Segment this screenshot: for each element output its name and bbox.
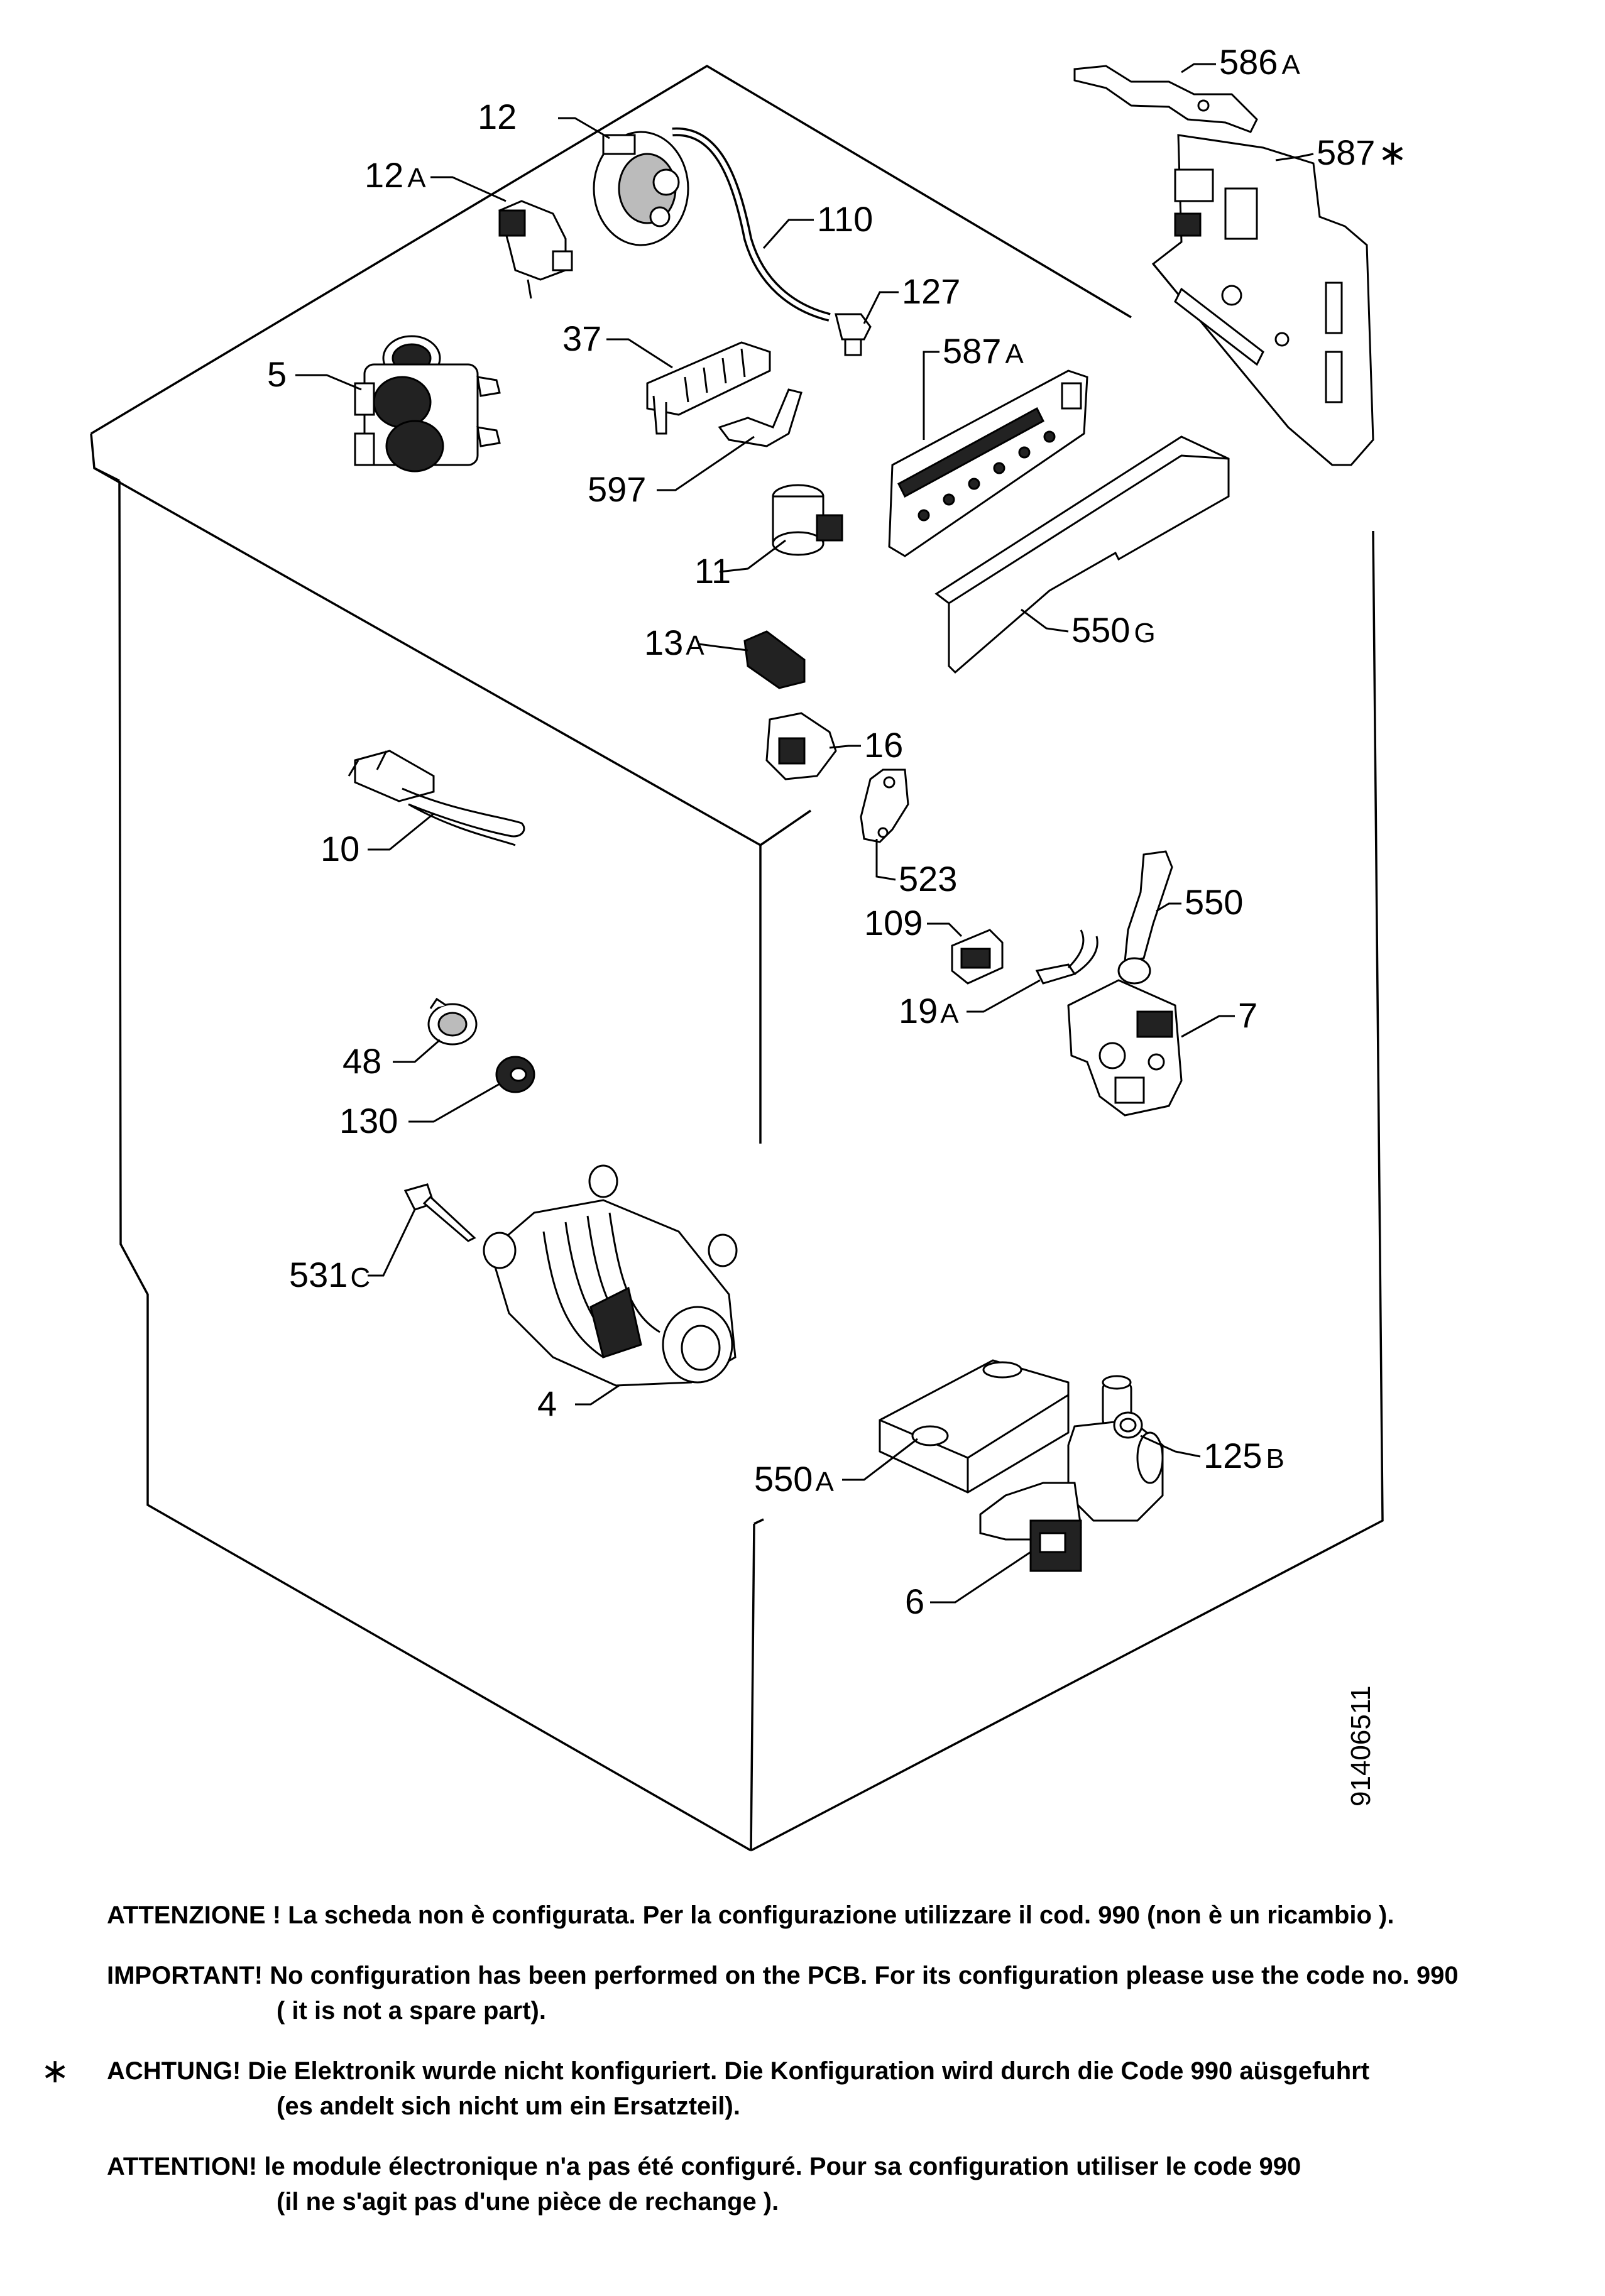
note-italian: ATTENZIONE ! La scheda non è configurata… bbox=[107, 1898, 1552, 1933]
note-german-line2: (es andelt sich nicht um ein Ersatzteil)… bbox=[277, 2092, 740, 2120]
part-550a-foam-block bbox=[879, 1359, 1070, 1494]
label-11: 11 bbox=[694, 551, 731, 591]
note-english: IMPORTANT! No configuration has been per… bbox=[107, 1958, 1552, 2028]
note-english-line2: ( it is not a spare part). bbox=[277, 1997, 546, 2025]
note-german: ∗ ACHTUNG! Die Elektronik wurde nicht ko… bbox=[41, 2053, 1552, 2124]
note-english-line1: IMPORTANT! No configuration has been per… bbox=[107, 1962, 1459, 1989]
label-531c: 531C bbox=[289, 1255, 370, 1294]
drawing-number: 91406511 bbox=[1345, 1686, 1376, 1807]
note-french-line1: ATTENTION! le module électronique n'a pa… bbox=[107, 2153, 1301, 2180]
part-587-control-panel bbox=[1151, 134, 1374, 466]
part-37-terminal-block bbox=[646, 341, 771, 435]
part-586a-bracket bbox=[1073, 65, 1258, 133]
part-5-inlet-valve bbox=[354, 335, 501, 473]
part-48-thermostat bbox=[427, 997, 478, 1046]
part-16-door-interlock bbox=[765, 712, 837, 780]
asterisk-marker: ∗ bbox=[41, 2052, 70, 2090]
part-4-motor bbox=[483, 1164, 738, 1387]
part-10-heater bbox=[348, 750, 525, 846]
label-19a: 19A bbox=[899, 991, 959, 1030]
note-italian-text: ATTENZIONE ! La scheda non è configurata… bbox=[107, 1901, 1394, 1929]
part-110-hose bbox=[672, 127, 831, 322]
part-11-suppressor bbox=[772, 484, 843, 556]
part-125b-seal-ring bbox=[1113, 1411, 1143, 1439]
label-10: 10 bbox=[320, 829, 359, 868]
part-7-door-lock bbox=[1067, 979, 1183, 1117]
label-523: 523 bbox=[899, 859, 957, 899]
label-6: 6 bbox=[905, 1582, 924, 1621]
label-4: 4 bbox=[537, 1384, 557, 1423]
configuration-notes: ATTENZIONE ! La scheda non è configurata… bbox=[41, 1898, 1552, 2244]
label-550: 550 bbox=[1185, 882, 1243, 922]
part-550g-cover bbox=[934, 435, 1230, 674]
label-12: 12 bbox=[478, 97, 517, 136]
part-587a-pcb bbox=[888, 369, 1088, 557]
label-37: 37 bbox=[562, 319, 601, 358]
label-127: 127 bbox=[902, 271, 960, 311]
part-12a-pressure-sensor bbox=[498, 200, 573, 299]
part-127-fitting bbox=[835, 313, 872, 356]
part-550-lever bbox=[1117, 850, 1173, 985]
note-french: ATTENTION! le module électronique n'a pa… bbox=[107, 2149, 1552, 2219]
label-48: 48 bbox=[342, 1041, 381, 1081]
label-597: 597 bbox=[588, 469, 646, 509]
label-5: 5 bbox=[267, 354, 287, 394]
part-12-pressure-switch bbox=[593, 131, 689, 246]
label-7: 7 bbox=[1238, 995, 1257, 1035]
label-110: 110 bbox=[817, 199, 873, 239]
cabinet-outline bbox=[90, 64, 1384, 1852]
label-16: 16 bbox=[864, 725, 903, 765]
leader-lines bbox=[295, 63, 1314, 1604]
part-6-drain-pump bbox=[979, 1375, 1164, 1572]
note-french-line2: (il ne s'agit pas d'une pièce de rechang… bbox=[277, 2188, 779, 2216]
label-550a: 550A bbox=[754, 1459, 834, 1499]
part-523-plate bbox=[860, 768, 909, 843]
part-597-clip bbox=[718, 388, 802, 447]
part-109-lamp-cover bbox=[951, 929, 1004, 985]
part-13a-connector bbox=[743, 630, 806, 689]
part-19a-lamp bbox=[1035, 929, 1098, 985]
label-13a: 13A bbox=[644, 623, 704, 662]
label-130: 130 bbox=[339, 1101, 398, 1140]
part-531c-screw bbox=[403, 1183, 476, 1242]
note-german-line1: ACHTUNG! Die Elektronik wurde nicht konf… bbox=[107, 2057, 1370, 2085]
part-130-seal bbox=[495, 1056, 535, 1093]
label-587: 587∗ bbox=[1317, 133, 1407, 172]
label-109: 109 bbox=[864, 903, 923, 943]
